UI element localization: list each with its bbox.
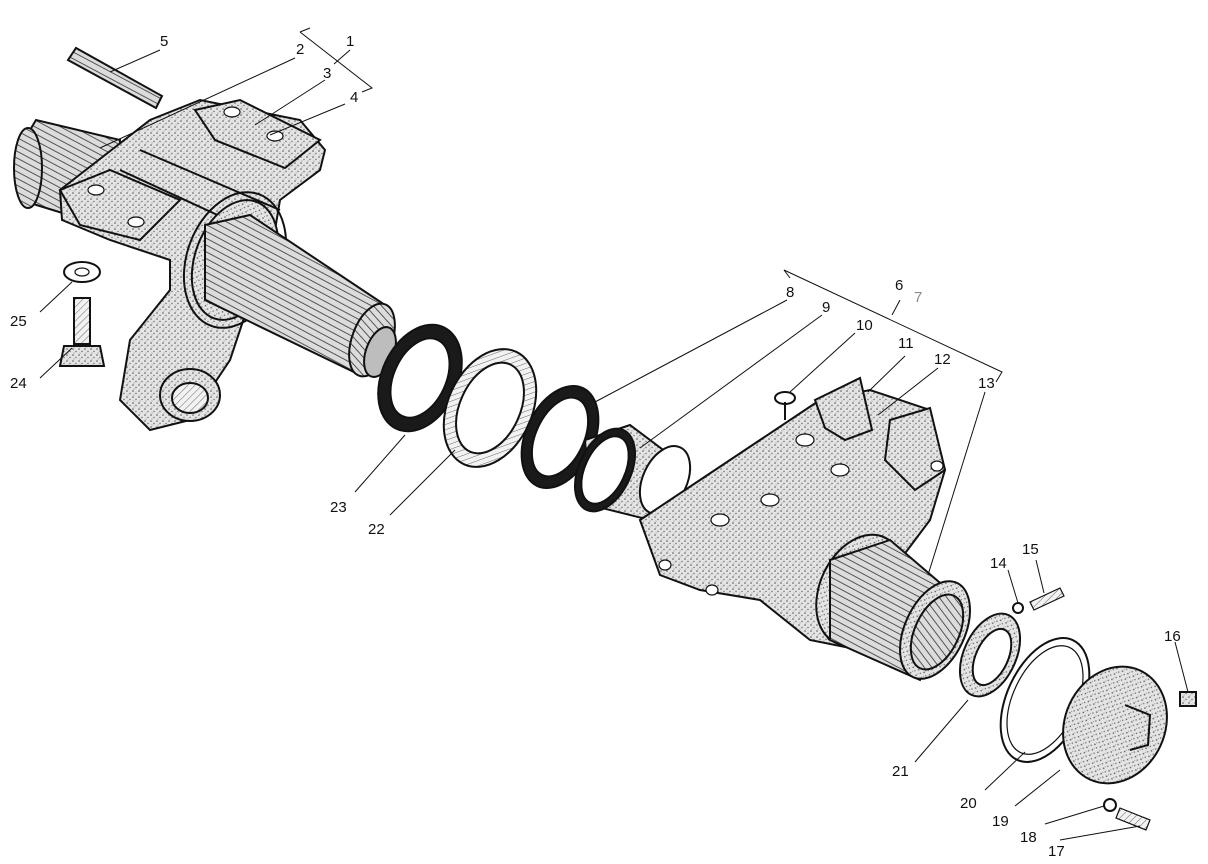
- callout-7: 7: [914, 289, 922, 306]
- leader-lines: [39, 49, 1189, 841]
- callout-1: 1: [346, 33, 354, 50]
- bolt-part-10: [774, 391, 796, 420]
- callout-6: 6: [895, 277, 903, 294]
- washer-part-18: [1103, 798, 1117, 812]
- callout-4: 4: [350, 89, 358, 106]
- callout-12: 12: [934, 351, 951, 368]
- callout-15: 15: [1022, 541, 1039, 558]
- group-bracket-6-12: [783, 269, 1003, 383]
- splined-shaft: [204, 213, 397, 378]
- callout-14: 14: [990, 555, 1007, 572]
- callout-25: 25: [10, 313, 27, 330]
- callout-21: 21: [892, 763, 909, 780]
- callout-22: 22: [368, 521, 385, 538]
- bolt-part-24: [58, 297, 106, 367]
- end-cover-part-19: [1062, 665, 1168, 785]
- callout-5: 5: [160, 33, 168, 50]
- bolt-part-15: [1029, 587, 1065, 611]
- callout-8: 8: [786, 284, 794, 301]
- washer-part-25: [63, 261, 101, 283]
- callout-17: 17: [1048, 843, 1065, 860]
- callout-10: 10: [856, 317, 873, 334]
- lock-nut-part-21: [958, 612, 1022, 698]
- callout-3: 3: [323, 65, 331, 82]
- callout-labels: 1 2 3 4 5 6 7 8 9 10 11 12 13 14 15 16 1…: [10, 33, 1181, 860]
- washer-ring-part-22: [442, 348, 538, 468]
- washer-part-14: [1012, 602, 1024, 614]
- splined-hub-part-13: [829, 538, 971, 682]
- group-bracket-1-4: [299, 27, 373, 93]
- callout-13: 13: [978, 375, 995, 392]
- callout-2: 2: [296, 41, 304, 58]
- callout-11: 11: [898, 335, 914, 352]
- callout-18: 18: [1020, 829, 1037, 846]
- callout-16: 16: [1164, 628, 1181, 645]
- callout-20: 20: [960, 795, 977, 812]
- callout-9: 9: [822, 299, 830, 316]
- callout-24: 24: [10, 375, 27, 392]
- key-bar-part-5: [66, 46, 164, 110]
- callout-19: 19: [992, 813, 1009, 830]
- bolt-part-17: [1115, 807, 1151, 831]
- plug-part-16: [1179, 691, 1197, 707]
- callout-23: 23: [330, 499, 347, 516]
